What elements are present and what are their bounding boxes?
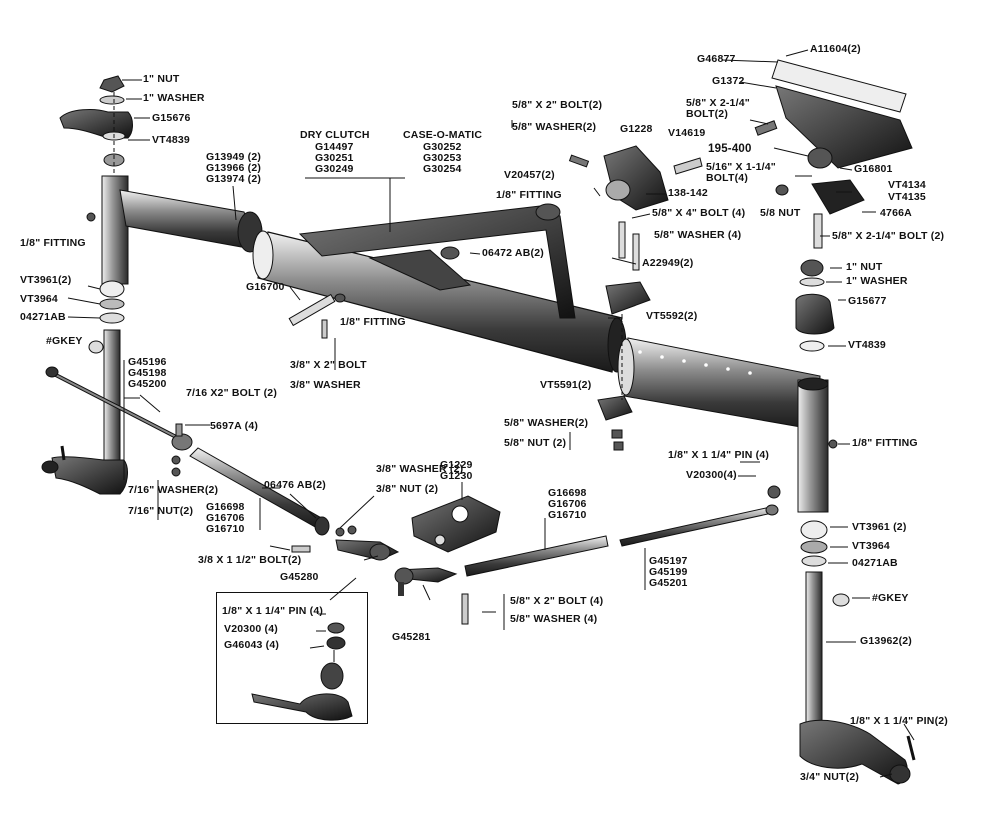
right-steering-tube xyxy=(464,535,609,577)
label-case-o-matic-parts: G30252 G30253 G30254 xyxy=(423,141,462,175)
right-axle-tube xyxy=(617,337,821,431)
label-vt4134: VT4134 xyxy=(888,179,926,191)
label-vt3964-right: VT3964 xyxy=(852,540,890,552)
left-tie-rod xyxy=(45,366,193,451)
label-06476ab: 06476 AB(2) xyxy=(264,479,326,491)
steering-plate-assembly xyxy=(335,495,501,596)
label-vt4839-left: VT4839 xyxy=(152,134,190,146)
label-5-8-nut-right: 5/8 NUT xyxy=(760,207,801,219)
center-axle-beam xyxy=(252,203,627,373)
top-right-mount xyxy=(754,59,913,249)
leader-lines xyxy=(67,49,915,778)
label-5-8-bolt-bottom: 5/8" X 2" BOLT (4) xyxy=(510,595,604,607)
label-key-left: #GKEY xyxy=(46,335,83,347)
label-a22949: A22949(2) xyxy=(642,257,694,269)
right-tie-rod xyxy=(619,485,781,547)
label-key-right: #GKEY xyxy=(872,592,909,604)
label-195-400: 195-400 xyxy=(708,143,752,155)
label-vt5591: VT5591(2) xyxy=(540,379,592,391)
label-fitting-top: 1/8" FITTING xyxy=(496,189,562,201)
label-5-8-washer-bottom: 5/8" WASHER (4) xyxy=(510,613,598,625)
label-4766a: 4766A xyxy=(880,207,912,219)
label-3-8-nut-mid: 3/8" NUT (2) xyxy=(376,483,439,495)
label-pin-bottom: 1/8" X 1 1/4" PIN(2) xyxy=(850,715,948,727)
label-04271ab-left: 04271AB xyxy=(20,311,66,323)
label-v20300-right: V20300(4) xyxy=(686,469,737,481)
label-right-rod-stack: G45197 G45199 G45201 xyxy=(649,555,688,589)
label-inset-pin: 1/8" X 1 1/4" PIN (4) xyxy=(222,605,324,617)
label-5-8-bolt-right: 5/8" X 2-1/4" BOLT(2) xyxy=(686,97,750,120)
label-plate-stack: G1229 G1230 xyxy=(440,459,473,482)
ball-joint-detail-box xyxy=(216,592,368,724)
label-3-8-bolt-center: 3/8" X 2" BOLT xyxy=(290,359,367,371)
label-1in-washer-left: 1" WASHER xyxy=(143,92,205,104)
label-1in-nut-right: 1" NUT xyxy=(846,261,883,273)
label-g13962: G13962(2) xyxy=(860,635,912,647)
label-vt3964-left: VT3964 xyxy=(20,293,58,305)
label-vt5592: VT5592(2) xyxy=(646,310,698,322)
label-1in-washer-right: 1" WASHER xyxy=(846,275,908,287)
label-5697a: 5697A (4) xyxy=(210,420,259,432)
left-steering-tube xyxy=(189,447,330,536)
label-vt4135: VT4135 xyxy=(888,191,926,203)
label-v20457: V20457(2) xyxy=(504,169,555,181)
inset-ball-joint xyxy=(251,622,353,721)
label-5-8-bolt-top: 5/8" X 2" BOLT(2) xyxy=(512,99,603,111)
label-fitting-center: 1/8" FITTING xyxy=(340,316,406,328)
label-vt3961-right: VT3961 (2) xyxy=(852,521,907,533)
small-hardware xyxy=(60,212,916,761)
label-7-16-nut: 7/16" NUT(2) xyxy=(128,505,194,517)
label-5-8-nut-low: 5/8" NUT (2) xyxy=(504,437,567,449)
label-left-tube-stack: G16698 G16706 G16710 xyxy=(206,501,245,535)
label-arm-right: G15677 xyxy=(848,295,887,307)
label-g46877: G46877 xyxy=(697,53,736,65)
label-a11604: A11604(2) xyxy=(810,43,861,55)
label-fitting-right: 1/8" FITTING xyxy=(852,437,918,449)
label-138-142: 138-142 xyxy=(668,187,708,199)
label-vt3961-left: VT3961(2) xyxy=(20,274,72,286)
label-5-8-bolt-long: 5/8" X 2-1/4" BOLT (2) xyxy=(832,230,945,242)
label-3-8-bolt-left: 3/8 X 1 1/2" BOLT(2) xyxy=(198,554,302,566)
label-v14619: V14619 xyxy=(668,127,706,139)
right-spindle-assembly xyxy=(795,259,911,785)
label-g45281: G45281 xyxy=(392,631,431,643)
label-5-8-washer-low: 5/8" WASHER(2) xyxy=(504,417,589,429)
label-g1228: G1228 xyxy=(620,123,653,135)
label-right-tube-stack: G16698 G16706 G16710 xyxy=(548,487,587,521)
label-7-16-bolt: 7/16 X2" BOLT (2) xyxy=(186,387,278,399)
label-g1372: G1372 xyxy=(712,75,745,87)
label-06472ab: 06472 AB(2) xyxy=(482,247,544,259)
label-arm-left: G15676 xyxy=(152,112,191,124)
label-04271ab-right: 04271AB xyxy=(852,557,898,569)
label-g16700: G16700 xyxy=(246,281,285,293)
label-pin-right: 1/8" X 1 1/4" PIN (4) xyxy=(668,449,770,461)
label-fitting-left: 1/8" FITTING xyxy=(20,237,86,249)
label-vt4839-right: VT4839 xyxy=(848,339,886,351)
label-1in-nut-left: 1" NUT xyxy=(143,73,180,85)
label-5-8-x4-bolt: 5/8" X 4" BOLT (4) xyxy=(652,207,746,219)
label-3-8-washer-center: 3/8" WASHER xyxy=(290,379,361,391)
label-3-4-nut: 3/4" NUT(2) xyxy=(800,771,860,783)
label-7-16-washer: 7/16" WASHER(2) xyxy=(128,484,219,496)
label-arm-part-stack: G13949 (2) G13966 (2) G13974 (2) xyxy=(206,151,262,185)
label-dry-clutch-parts: G14497 G30251 G30249 xyxy=(315,141,354,175)
label-3-8-washer-mid: 3/8" WASHER (2) xyxy=(376,463,464,475)
label-left-rod-stack: G45196 G45198 G45200 xyxy=(128,356,167,390)
label-5-8-x4-washer: 5/8" WASHER (4) xyxy=(654,229,742,241)
label-dry-clutch-title: DRY CLUTCH xyxy=(300,129,370,141)
label-inset-g46043: G46043 (4) xyxy=(224,639,280,651)
label-5-8-washer-top: 5/8" WASHER(2) xyxy=(512,121,597,133)
label-g45280: G45280 xyxy=(280,571,319,583)
label-case-o-matic-title: CASE-O-MATIC xyxy=(403,129,483,141)
label-g16801: G16801 xyxy=(854,163,893,175)
label-inset-v20300: V20300 (4) xyxy=(224,623,278,635)
label-5-16-bolt: 5/16" X 1-1/4" BOLT(4) xyxy=(706,161,776,184)
